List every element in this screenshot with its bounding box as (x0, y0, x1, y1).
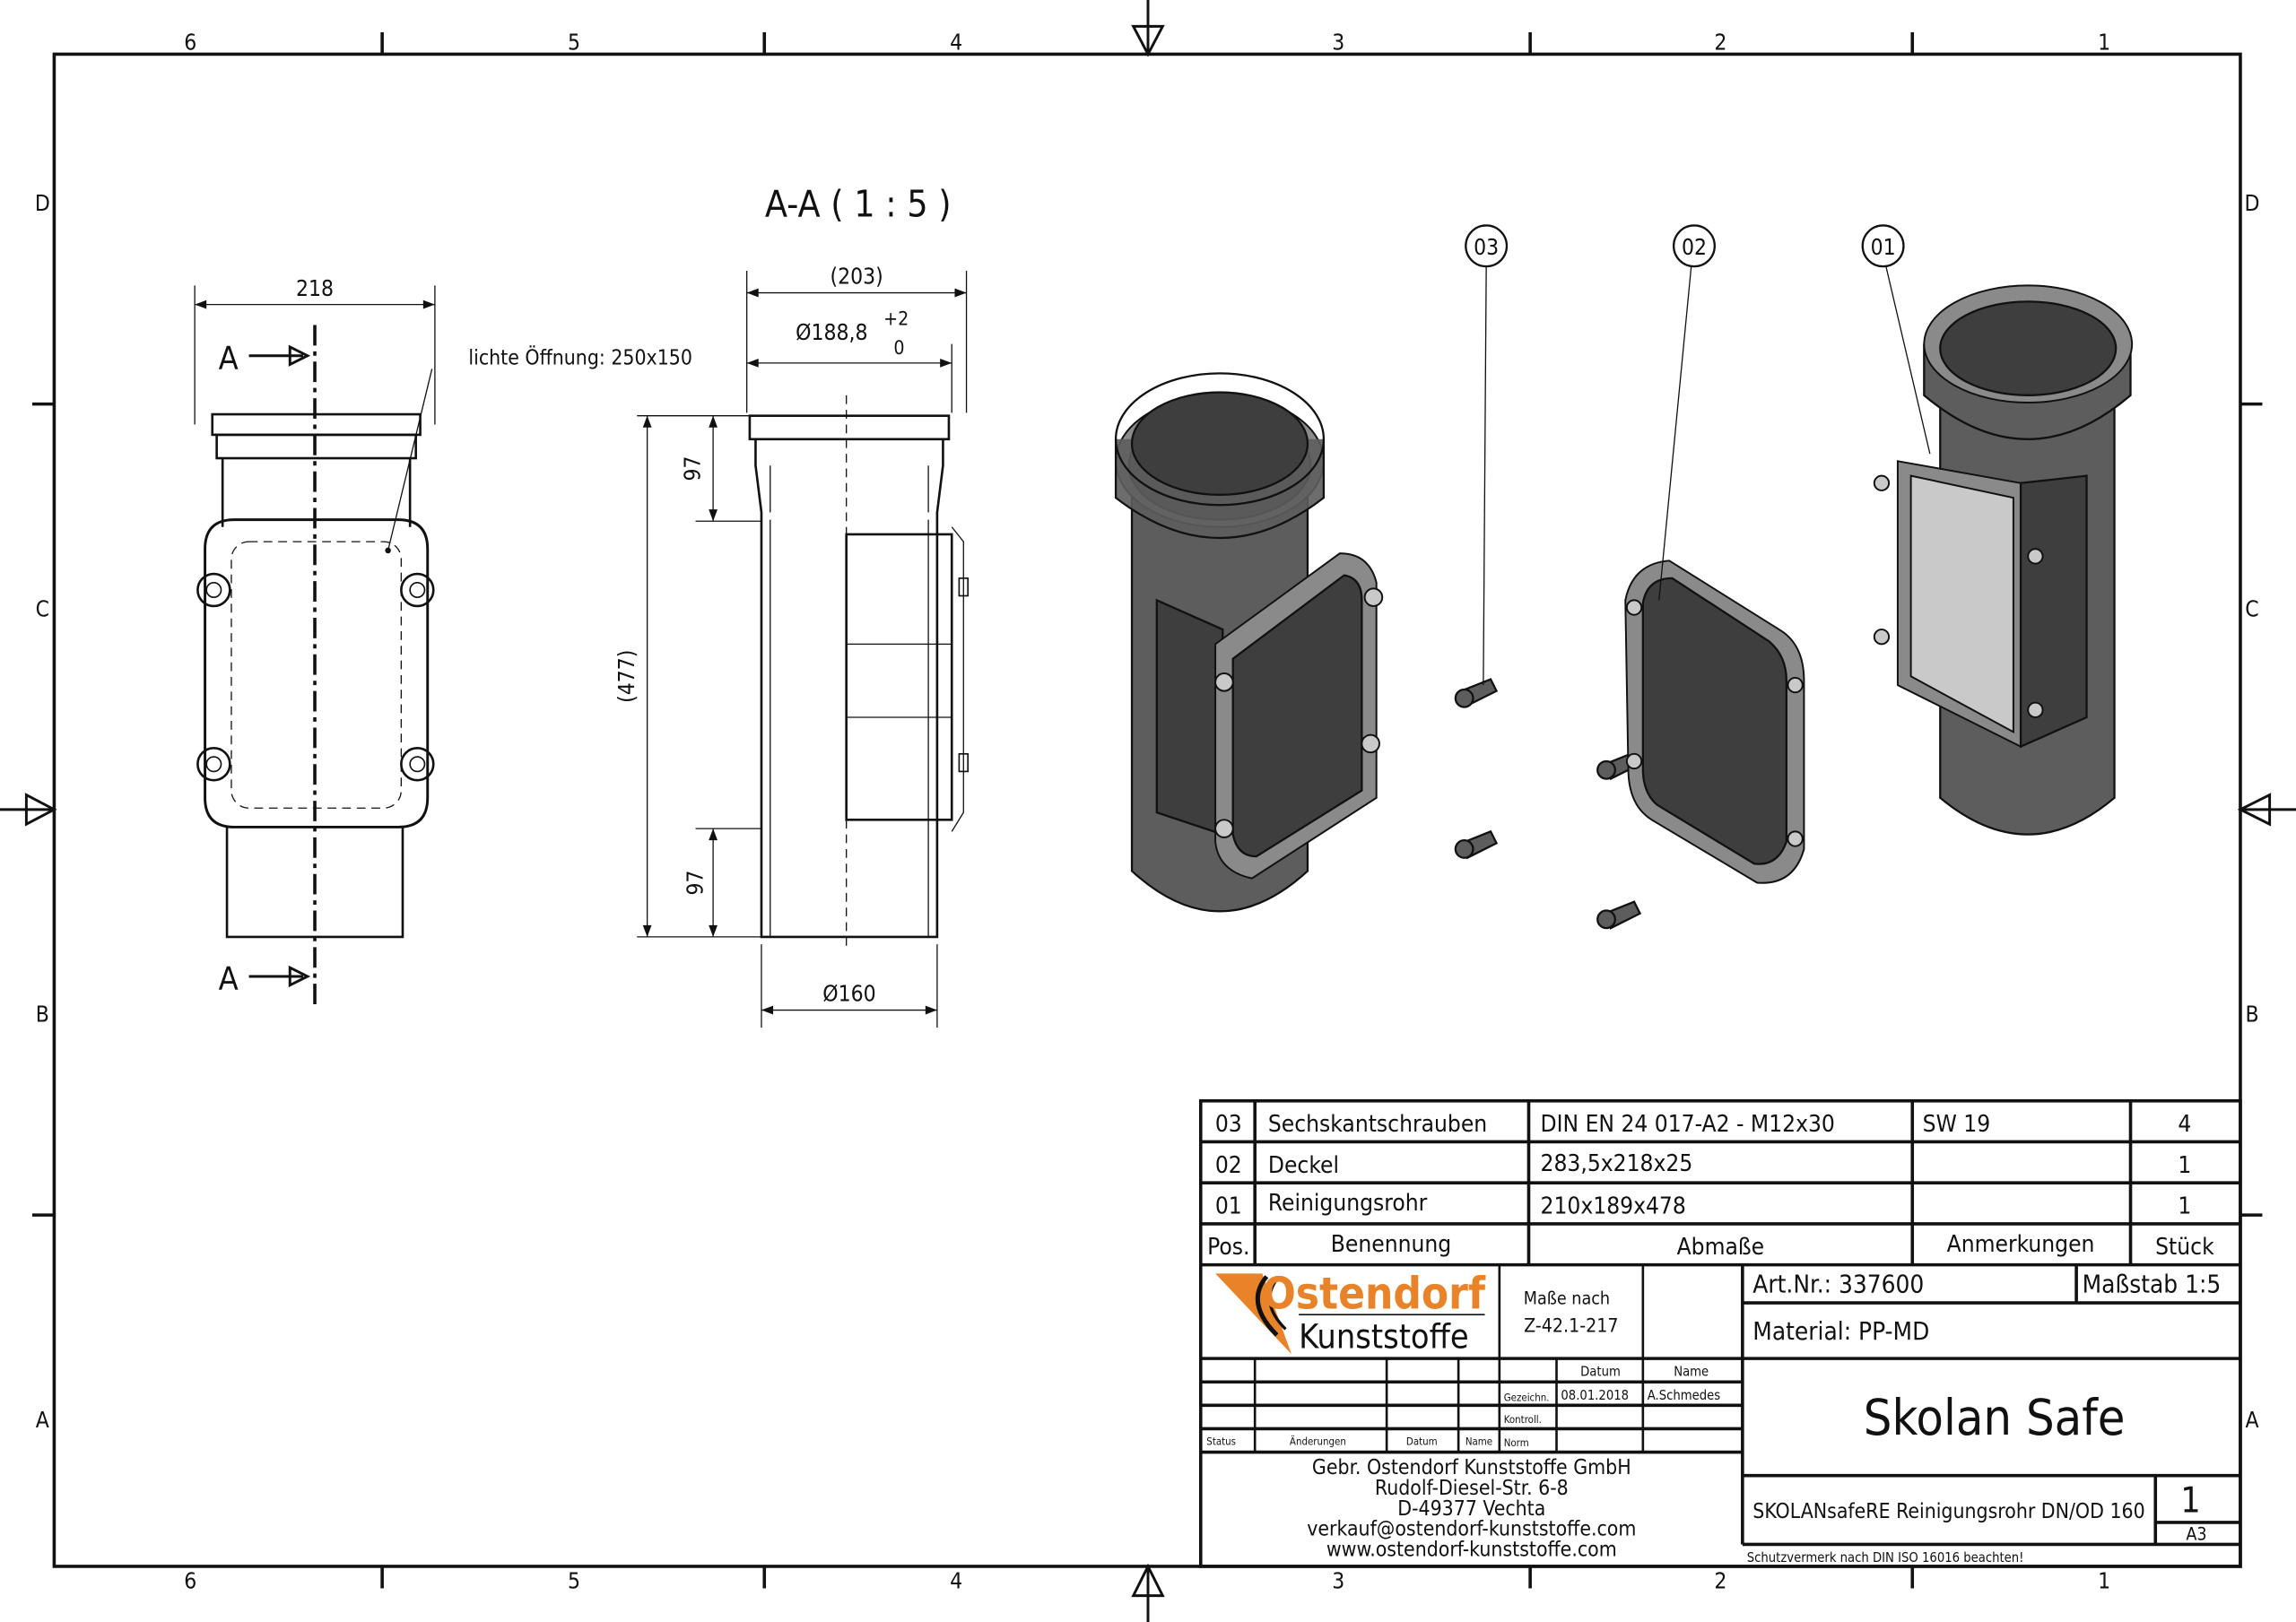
drawn-label: Gezeichn. (1504, 1391, 1550, 1403)
overall-width-dimension: (203) (831, 264, 883, 290)
balloon-label: 02 (1682, 234, 1707, 260)
checked-label: Kontroll. (1504, 1413, 1542, 1426)
product-description: SKOLANsafeRE Reinigungsrohr DN/OD 160 (1752, 1500, 2144, 1523)
part-dims: 283,5x218x25 (1541, 1150, 1693, 1177)
logo-text-bottom: Kunststoffe (1299, 1317, 1469, 1357)
dims-note-2: Z-42.1-217 (1524, 1315, 1618, 1338)
col-label: 3 (1332, 1567, 1344, 1593)
logo-text-top: Ostendorf (1262, 1269, 1486, 1320)
part-dims: DIN EN 24 017-A2 - M12x30 (1541, 1111, 1835, 1138)
header-qty: Stück (2155, 1234, 2214, 1261)
part-pos: 01 (1215, 1193, 1242, 1219)
section-mark-bottom: A (219, 961, 239, 998)
row-label: A (36, 1407, 49, 1433)
screw-part (1454, 678, 1642, 930)
part-pos: 03 (1215, 1111, 1242, 1138)
opening-note: lichte Öffnung: 250x150 (468, 345, 692, 370)
changes-label: Änderungen (1290, 1434, 1346, 1447)
parts-list: 03 Sechskantschrauben DIN EN 24 017-A2 -… (1198, 1098, 2242, 1568)
part-notes: SW 19 (1923, 1111, 1991, 1138)
col-label: 5 (568, 30, 580, 56)
part-name: Deckel (1268, 1152, 1339, 1179)
row-label: D (2245, 190, 2260, 216)
row-label: C (2245, 595, 2258, 621)
norm-label: Norm (1504, 1436, 1529, 1449)
company-address: Gebr. Ostendorf Kunststoffe GmbH Rudolf-… (1307, 1456, 1636, 1561)
front-view: A A 218 lichte Öffnung: 250x150 (194, 275, 692, 1010)
title-block: Ostendorf Kunststoffe Maße nach Z-42.1-2… (1200, 1264, 2240, 1566)
address-line: verkauf@ostendorf-kunststoffe.com (1307, 1518, 1636, 1541)
part-dims: 210x189x478 (1541, 1193, 1686, 1219)
col-label: 6 (184, 1567, 196, 1593)
col-label: 2 (1714, 1567, 1726, 1593)
part-pos: 02 (1215, 1152, 1242, 1179)
header-dims: Abmaße (1677, 1234, 1765, 1261)
balloon-label: 01 (1871, 234, 1896, 260)
address-line: www.ostendorf-kunststoffe.com (1326, 1539, 1617, 1562)
part-name: Reinigungsrohr (1268, 1190, 1428, 1217)
col-datum: Datum (1580, 1365, 1621, 1380)
part-qty: 4 (2178, 1111, 2191, 1138)
changes-name-label: Name (1465, 1435, 1492, 1447)
tolerance-upper: +2 (883, 308, 909, 330)
row-label: A (2245, 1407, 2258, 1433)
socket-diameter-dimension: Ø188,8 (796, 319, 867, 345)
row-labels: D C B A D C B A (35, 190, 2260, 1433)
product-title: Skolan Safe (1864, 1389, 2126, 1447)
col-label: 4 (950, 30, 962, 56)
section-view: A-A ( 1 : 5 ) (203) Ø188,8 +2 0 97 97 (4… (613, 183, 969, 1028)
total-height-dimension: (477) (613, 650, 639, 703)
col-label: 3 (1332, 30, 1344, 56)
lower-length-dimension: 97 (683, 870, 709, 895)
changes-date-label: Datum (1406, 1435, 1438, 1447)
col-label: 4 (950, 1567, 962, 1593)
col-label: 6 (184, 30, 196, 56)
paper-format: A3 (2186, 1524, 2206, 1545)
drawn-name: A.Schmedes (1648, 1388, 1721, 1403)
header-name: Benennung (1331, 1231, 1451, 1258)
col-label: 5 (568, 1567, 580, 1593)
article-number: Art.Nr.: 337600 (1752, 1270, 1924, 1299)
row-label: B (36, 1002, 49, 1028)
column-labels: 6 5 4 3 2 1 6 5 4 3 2 1 (184, 30, 2110, 1594)
assembled-3d-view (1114, 372, 1384, 913)
balloons: 03 02 01 (1465, 224, 1931, 686)
address-line: D-49377 Vechta (1397, 1497, 1545, 1521)
col-label: 1 (2098, 1567, 2110, 1593)
header-pos: Pos. (1207, 1234, 1249, 1261)
width-dimension: 218 (296, 275, 334, 301)
pipe-diameter-dimension: Ø160 (822, 981, 875, 1007)
part-name: Sechskantschrauben (1268, 1111, 1487, 1138)
col-label: 2 (1714, 30, 1726, 56)
row-label: D (35, 190, 50, 216)
drawn-date: 08.01.2018 (1561, 1388, 1629, 1403)
header-notes: Anmerkungen (1947, 1231, 2095, 1258)
status-label: Status (1206, 1435, 1236, 1447)
sheet-number: 1 (2180, 1481, 2200, 1522)
frame-ticks (31, 31, 2263, 1589)
part-qty: 1 (2178, 1193, 2191, 1219)
tolerance-lower: 0 (893, 337, 904, 360)
exploded-3d-view (1454, 284, 2134, 930)
protection-note: Schutzvermerk nach DIN ISO 16016 beachte… (1747, 1550, 2024, 1566)
row-label: B (2245, 1002, 2258, 1028)
material: Material: PP-MD (1752, 1316, 1929, 1346)
section-title: A-A ( 1 : 5 ) (765, 183, 952, 226)
balloon-label: 03 (1474, 234, 1499, 260)
address-line: Rudolf-Diesel-Str. 6-8 (1375, 1477, 1569, 1500)
col-label: 1 (2098, 30, 2110, 56)
col-name: Name (1674, 1365, 1709, 1380)
dims-note-1: Maße nach (1524, 1288, 1610, 1309)
scale: Maßstab 1:5 (2083, 1270, 2222, 1299)
address-line: Gebr. Ostendorf Kunststoffe GmbH (1312, 1456, 1631, 1479)
section-mark-top: A (219, 340, 239, 377)
part-qty: 1 (2178, 1152, 2191, 1179)
company-logo: Ostendorf Kunststoffe (1215, 1269, 1486, 1357)
row-label: C (36, 595, 49, 621)
upper-length-dimension: 97 (679, 455, 705, 481)
